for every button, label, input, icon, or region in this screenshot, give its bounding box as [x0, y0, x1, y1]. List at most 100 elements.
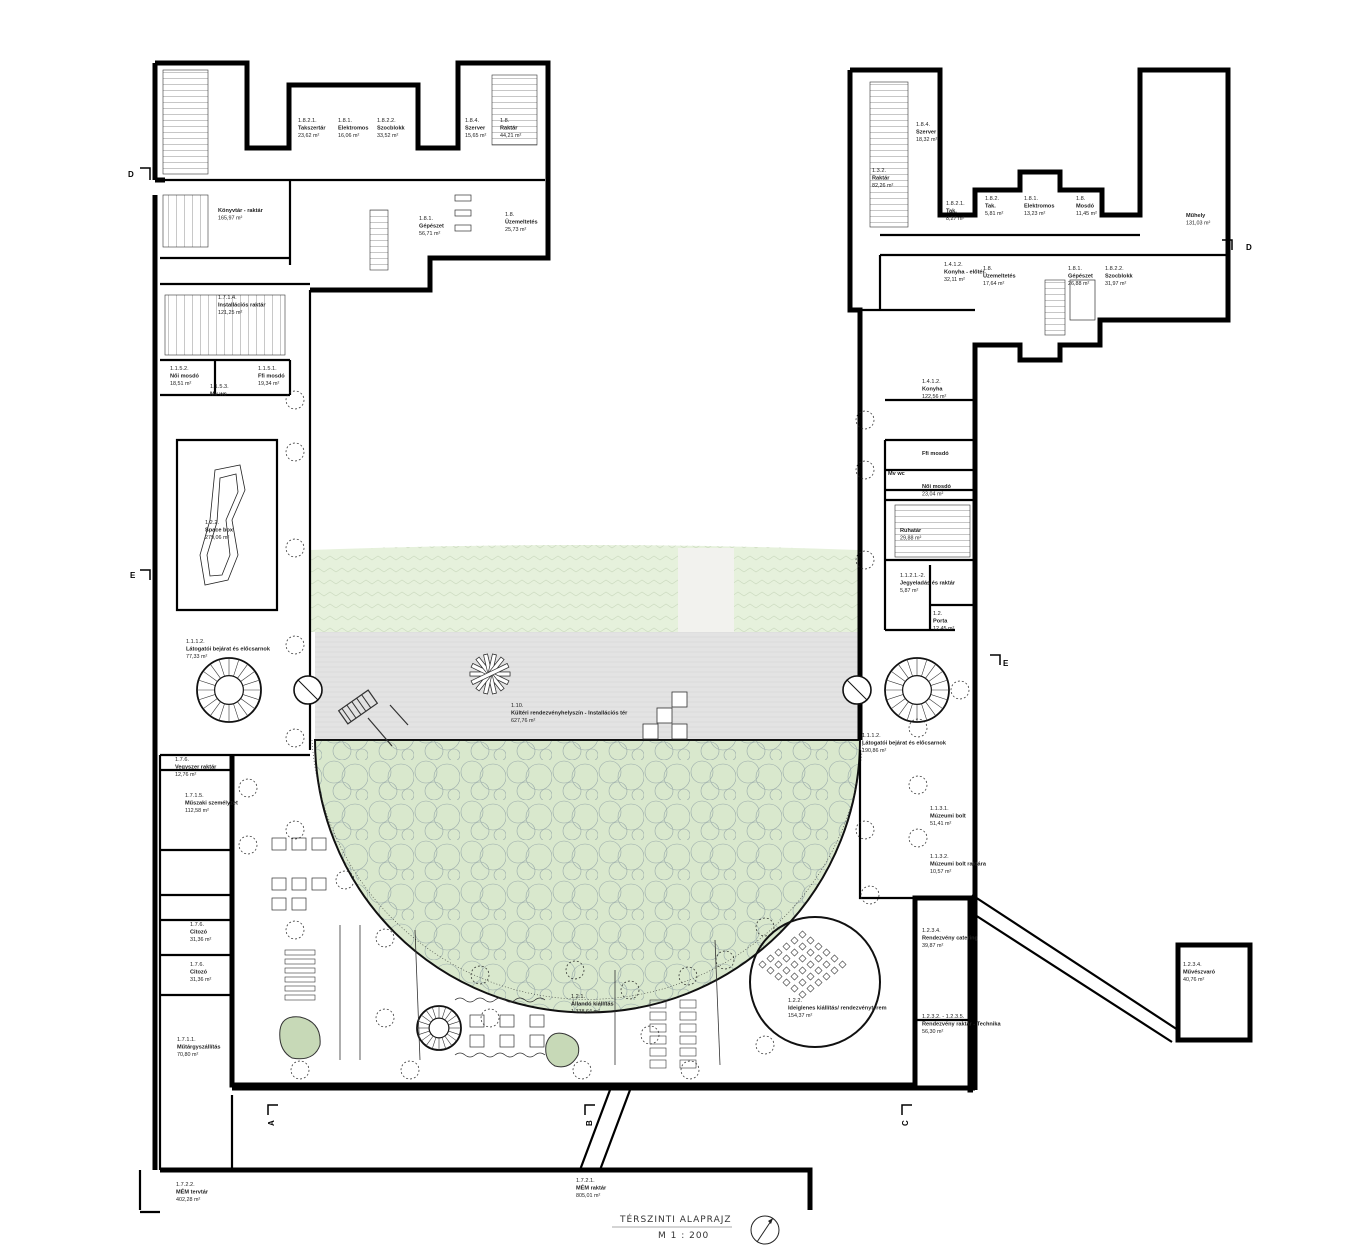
space-box-sculpture: [199, 464, 246, 586]
room-number: 1.1.5.1.: [258, 366, 277, 372]
plan-scale-text: M 1 : 200: [658, 1231, 709, 1241]
room-number: 1.1.3.2.: [930, 854, 949, 860]
room-name: Takszertár: [298, 126, 326, 132]
room-number: 1.1.2.1.-2.: [900, 573, 926, 579]
room-area: 165,97 m²: [218, 216, 242, 222]
room-area: 77,33 m²: [186, 654, 207, 660]
room-number: 1.7.6.: [190, 962, 204, 968]
room-area: 29,88 m²: [900, 536, 921, 542]
room-name: Porta: [933, 619, 948, 625]
room-name: Gépészet: [1068, 274, 1093, 280]
stair-cores: [196, 657, 950, 1051]
room-label-mv-wc-l: 1.1.5.3.Mv wc: [210, 384, 229, 398]
stairs-and-fixtures: [162, 69, 1096, 586]
room-number: 1.8.1.: [419, 216, 433, 222]
room-number: 1.8.: [500, 118, 510, 124]
room-name: Ruhatár: [900, 528, 922, 534]
room-name: Műszaki személyzet: [185, 801, 238, 807]
room-number: 1.7.2.1.: [576, 1178, 595, 1184]
room-area: 23,62 m²: [298, 133, 319, 139]
room-area: 10,57 m²: [930, 869, 951, 875]
room-number: 1.8.4.: [916, 122, 930, 128]
room-area: 39,87 m²: [922, 943, 943, 949]
room-area: 190,86 m²: [862, 748, 886, 754]
room-label-tak2-r: 1.8.2.Tak.5,81 m²: [985, 196, 1003, 217]
plan-title-text: TÉRSZINTI ALAPRAJZ: [619, 1213, 732, 1225]
room-area: 12,76 m²: [175, 772, 196, 778]
room-number: 1.7.6.: [190, 922, 204, 928]
room-number: 1.8.2.: [985, 196, 999, 202]
room-name: Látogatói bejárat és előcsarnok: [186, 647, 271, 653]
room-area: 18,32 m²: [916, 137, 937, 143]
room-number: 1.1.1.2.: [186, 639, 205, 645]
room-number: 1.2.3.2. - 1.2.3.5.: [922, 1014, 965, 1020]
room-name: Ffi mosdó: [922, 451, 949, 457]
pathway-stones: [678, 548, 734, 640]
section-mark-b: B: [585, 1120, 594, 1126]
room-number: 1.7.1.4.: [218, 295, 237, 301]
room-label-mv-wc-r: Mv wc: [888, 471, 905, 477]
sunburst-sculpture: [469, 653, 511, 695]
room-name: Műhely: [1186, 213, 1206, 219]
room-name: Elektromos: [1024, 204, 1054, 210]
room-name: Gépészet: [419, 224, 444, 230]
room-name: Vegyszer raktár: [175, 765, 217, 771]
room-label-tak-r: 1.8.2.1.Tak.8,27 m²: [946, 201, 965, 222]
room-name: Szocblokk: [377, 126, 406, 132]
room-area: 56,30 m²: [922, 1029, 943, 1035]
room-area: 82,26 m²: [872, 183, 893, 189]
room-number: 1.4.1.2.: [944, 262, 963, 268]
room-label-ideiglenes: 1.2.2.Ideiglenes kiállítás/ rendezvényte…: [788, 998, 887, 1019]
room-name: Könyvtár - raktár: [218, 208, 264, 214]
room-name: Konyha: [922, 387, 943, 393]
section-mark-a: A: [267, 1120, 276, 1126]
room-number: 1.7.1.5.: [185, 793, 204, 799]
room-area: 112,58 m²: [185, 808, 209, 814]
room-name: Üzemeltetés: [505, 219, 538, 226]
room-name: Mv wc: [888, 471, 905, 477]
room-number: 1.2.2.: [788, 998, 802, 1004]
room-name: Művészvaró: [1183, 970, 1216, 976]
room-name: Rendezvény catering: [922, 936, 979, 942]
section-mark-d-right: D: [1246, 243, 1252, 252]
room-area: 154,37 m²: [788, 1013, 812, 1019]
room-number: 1.8.4.: [465, 118, 479, 124]
north-arrow-icon: [750, 1215, 780, 1245]
room-area: 805,01 m²: [576, 1193, 600, 1199]
room-label-kulteri: 1.10.Kültéri rendezvényhelyszín - Instal…: [511, 703, 628, 724]
room-area: 70,80 m²: [177, 1052, 198, 1058]
room-area: 31,36 m²: [190, 977, 211, 983]
room-number: 1.7.1.1.: [177, 1037, 196, 1043]
room-number: 1.4.1.2.: [922, 379, 941, 385]
room-area: 51,41 m²: [930, 821, 951, 827]
room-number: 1.10.: [511, 703, 524, 709]
installation-art: [337, 653, 688, 747]
columns: [238, 390, 970, 1080]
room-number: 1.7.2.2.: [176, 1182, 195, 1188]
room-number: 1.2.3.4.: [1183, 962, 1202, 968]
room-label-latogatoi-r: 1.1.1.2.Látogatói bejárat és előcsarnok1…: [862, 733, 947, 754]
room-name: Jegyeladás és raktár: [900, 581, 956, 587]
room-area: 40,76 m²: [1183, 977, 1204, 983]
room-label-ruhatar: Ruhatár 29,88 m²: [900, 528, 922, 542]
room-area: 121,25 m²: [218, 310, 242, 316]
room-area: 18,51 m²: [170, 381, 191, 387]
